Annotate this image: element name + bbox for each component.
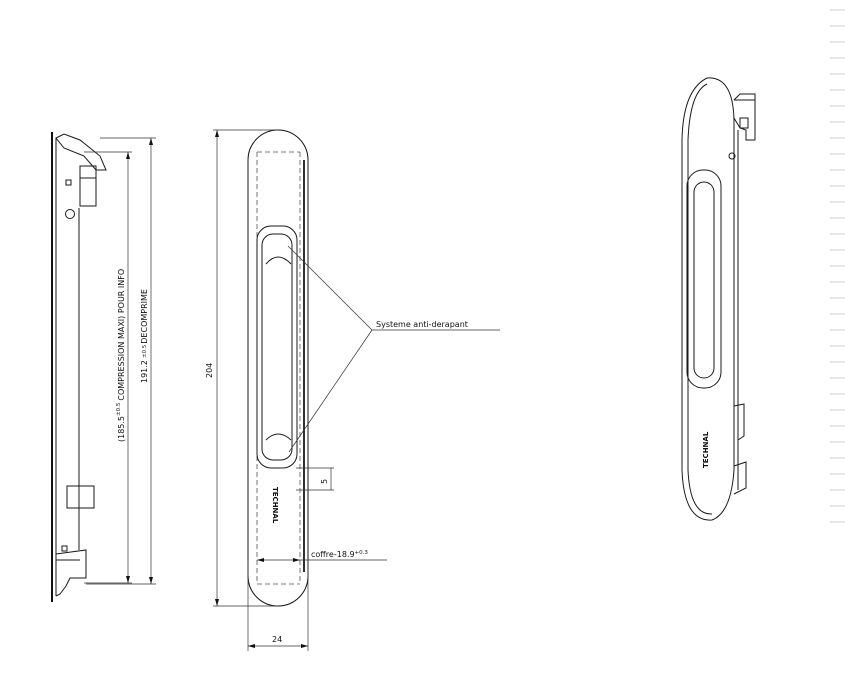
offset-label: 5 — [320, 479, 329, 484]
side-top-latch — [55, 133, 107, 171]
3d-top-clip-window — [739, 117, 749, 129]
decompressed-label: 191.2±0.5DECOMPRIME — [140, 289, 149, 383]
side-middle-block — [66, 485, 95, 509]
3d-handle-bevel — [687, 83, 713, 515]
anti-slip-top — [265, 256, 292, 265]
height-label: 204 — [205, 363, 214, 378]
finger-recess-inner — [261, 233, 293, 461]
finger-recess-outer — [256, 225, 298, 469]
side-square-hole-bottom — [61, 545, 68, 552]
width-label: 24 — [272, 635, 282, 644]
3d-recess-outer — [686, 169, 722, 389]
3d-mid-clip — [733, 403, 745, 441]
side-bottom-latch — [55, 549, 87, 597]
perspective-view: TECHNAL — [681, 77, 756, 521]
front-view: TECHNAL 204 24 5 coffre-18.9+0.3 Systeme… — [205, 129, 500, 651]
3d-round-hole — [728, 152, 736, 160]
edge-tick-marks — [830, 9, 845, 523]
anti-slip-leader-bottom — [288, 329, 373, 453]
side-top-block — [79, 165, 97, 207]
3d-handle-outline — [681, 77, 735, 521]
3d-recess-inner — [693, 181, 715, 379]
side-square-hole-top — [65, 179, 72, 186]
3d-bottom-clip — [733, 461, 747, 495]
anti-slip-leader-top — [287, 245, 373, 331]
width-arrows — [248, 644, 308, 648]
side-view: (185.5±0.5COMPRESSION MAXI) POUR INFO 19… — [51, 132, 156, 602]
compression-label: (185.5±0.5COMPRESSION MAXI) POUR INFO — [116, 269, 126, 442]
anti-slip-label: Systeme anti-derapant — [376, 320, 468, 329]
anti-slip-bottom — [265, 433, 292, 441]
front-brand-logo: TECHNAL — [271, 487, 279, 524]
coffre-label: coffre-18.9+0.3 — [311, 550, 368, 559]
3d-brand-logo: TECHNAL — [702, 431, 710, 468]
side-round-hole — [65, 209, 75, 219]
3d-top-clip — [733, 93, 756, 141]
